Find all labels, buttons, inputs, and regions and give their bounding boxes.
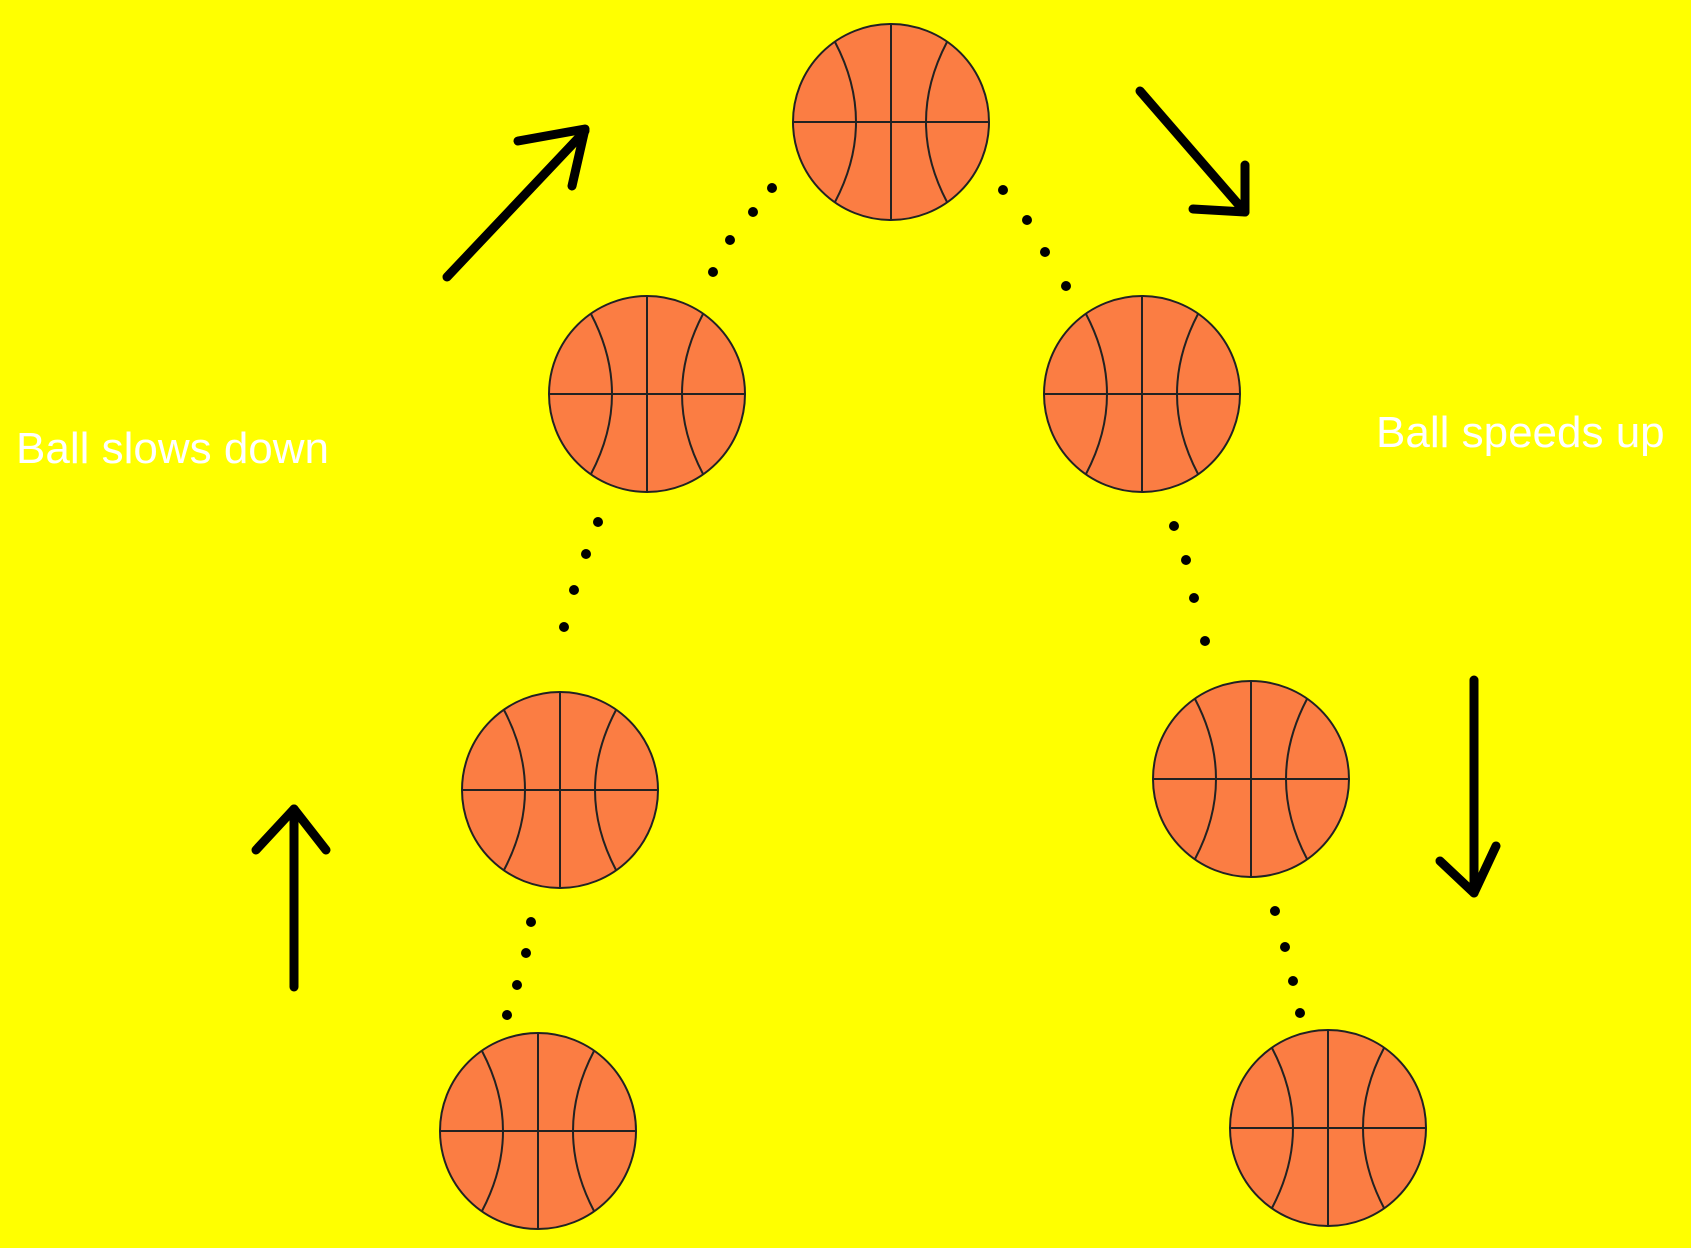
trajectory-dot bbox=[502, 1010, 512, 1020]
trajectory-dot bbox=[767, 183, 777, 193]
arrow-down-icon bbox=[1440, 680, 1496, 893]
trajectory-dot bbox=[748, 207, 758, 217]
trajectory-dot bbox=[1288, 976, 1298, 986]
basketball-icon bbox=[1153, 681, 1349, 877]
basketball-icon bbox=[793, 24, 989, 220]
trajectory-dot bbox=[1061, 281, 1071, 291]
basketball-icon bbox=[440, 1033, 636, 1229]
basketballs bbox=[440, 24, 1426, 1229]
trajectory-dot bbox=[998, 185, 1008, 195]
trajectory-dot bbox=[1040, 247, 1050, 257]
trajectory-dot bbox=[521, 948, 531, 958]
trajectory-dot bbox=[1189, 593, 1199, 603]
ball-slows-down-label: Ball slows down bbox=[16, 427, 329, 471]
ball-speeds-up-label: Ball speeds up bbox=[1376, 411, 1665, 455]
trajectory-dot bbox=[512, 980, 522, 990]
arrow-down-right-icon bbox=[1140, 91, 1245, 212]
trajectory-dot bbox=[593, 517, 603, 527]
basketball-icon bbox=[549, 296, 745, 492]
basketball-icon bbox=[1044, 296, 1240, 492]
trajectory-dot bbox=[569, 585, 579, 595]
basketball-icon bbox=[462, 692, 658, 888]
trajectory-dot bbox=[1280, 942, 1290, 952]
arrow-up-right-icon bbox=[447, 129, 585, 277]
trajectory-dot bbox=[1200, 636, 1210, 646]
trajectory-dot bbox=[1270, 906, 1280, 916]
trajectory-dot bbox=[1169, 521, 1179, 531]
trajectory-dot bbox=[1295, 1008, 1305, 1018]
trajectory-dot bbox=[1022, 215, 1032, 225]
basketball-icon bbox=[1230, 1030, 1426, 1226]
trajectory-dot bbox=[1181, 555, 1191, 565]
trajectory-dot bbox=[725, 235, 735, 245]
trajectory-dot bbox=[708, 267, 718, 277]
trajectory-dot bbox=[581, 549, 591, 559]
trajectory-dot bbox=[526, 917, 536, 927]
trajectory-dot bbox=[559, 622, 569, 632]
arrow-up-icon bbox=[256, 809, 326, 987]
